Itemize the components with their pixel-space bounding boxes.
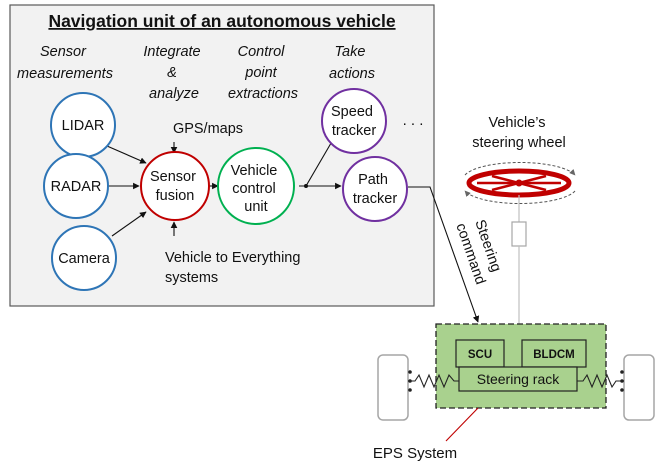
edge-camera-fusion [111,211,147,237]
right-tie-rod [577,373,624,389]
edge-lidar-fusion [106,145,147,164]
branch-dot [304,184,308,188]
eps-system-label: EPS System [373,445,457,462]
node-radar: RADAR [43,153,109,219]
node-path-tracker: Path tracker [342,156,408,222]
right-wheel [623,354,655,421]
stage-integrate-analyze: Integrate & analyze [143,44,204,102]
diagram-edges [106,137,480,323]
stage-take-actions: Take actions [329,44,375,82]
steering-command-label: Steering command [452,215,506,287]
edge-steering-command [408,186,480,323]
panel-title: Navigation unit of an autonomous vehicle [48,11,395,31]
svg-text:Camera: Camera [58,251,111,267]
stage-control-point-extractions: Control point extractions [228,44,298,102]
bldcm-label: BLDCM [533,349,575,361]
stage-sensor-measurements: Sensor measurements [17,44,113,82]
svg-text:Sensor fusion: Sensor fusion [150,169,200,204]
svg-text:LIDAR: LIDAR [62,118,105,134]
steering-rack-label: Steering rack [477,371,560,387]
steering-rack-box [458,366,578,392]
edge-vcu-speed [305,137,335,187]
node-speed-tracker: Speed tracker [321,88,387,154]
svg-text:Vehicle control un: Vehicle control unit [231,163,282,215]
left-wheel [377,354,409,421]
more-trackers-ellipsis: . . . [403,112,424,129]
gps-maps-label: GPS/maps [173,121,243,137]
eps-callout-line [445,407,479,442]
left-tie-rod [408,373,459,389]
steering-wheel-label: Vehicle’s steering wheel [472,115,566,151]
v2x-label: Vehicle to Everything systems [165,250,304,286]
wheel-joints [408,370,624,392]
steering-column [511,195,527,324]
scu-label: SCU [468,349,492,361]
node-lidar: LIDAR [50,92,116,158]
node-sensor-fusion: Sensor fusion [140,151,210,221]
bldcm-box [521,339,587,368]
node-camera: Camera [51,225,117,291]
steering-wheel [464,161,576,205]
scu-box [455,339,505,368]
svg-text:Path tracker: Path tracker [353,172,397,207]
svg-text:RADAR: RADAR [51,179,102,195]
node-vehicle-control-unit: Vehicle control unit [217,147,295,225]
svg-text:Speed tracker: Speed tracker [331,104,377,139]
